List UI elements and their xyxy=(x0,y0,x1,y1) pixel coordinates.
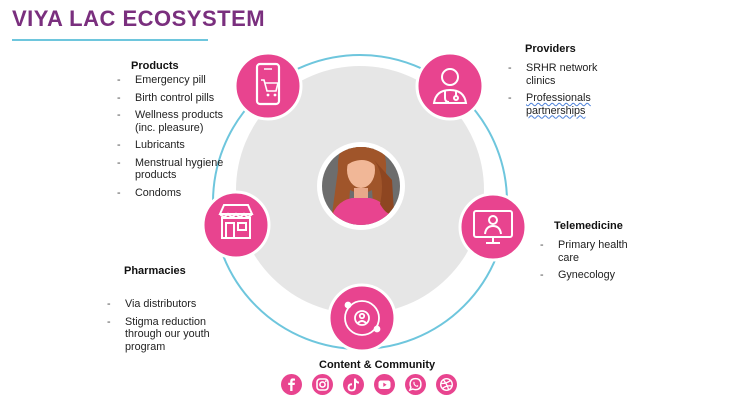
providers-heading: Providers xyxy=(525,43,576,55)
list-item: Birth control pills xyxy=(117,92,227,105)
page-title: VIYA LAC ECOSYSTEM xyxy=(12,6,266,31)
providers-node xyxy=(415,51,485,121)
telemedicine-node xyxy=(458,192,528,262)
telemedicine-list: Primary health care Gynecology xyxy=(540,239,650,287)
pharmacies-node xyxy=(201,190,271,260)
community-icon xyxy=(344,300,381,336)
products-list: Emergency pill Birth control pills Welln… xyxy=(117,74,227,204)
whatsapp-icon[interactable] xyxy=(405,374,426,395)
social-icons-row xyxy=(281,374,457,395)
list-item: Stigma reduction through our youth progr… xyxy=(107,316,219,354)
pharmacies-heading: Pharmacies xyxy=(124,265,186,277)
youtube-icon[interactable] xyxy=(374,374,395,395)
providers-list: SRHR network clinics Professionals partn… xyxy=(508,62,618,122)
products-heading: Products xyxy=(131,60,179,72)
content-heading: Content & Community xyxy=(319,359,436,371)
mobile-shopping-cart-icon xyxy=(255,62,281,106)
dribbble-icon[interactable] xyxy=(436,374,457,395)
instagram-icon[interactable] xyxy=(312,374,333,395)
list-item: Professionals partnerships xyxy=(508,92,618,117)
facebook-icon[interactable] xyxy=(281,374,302,395)
tiktok-icon[interactable] xyxy=(343,374,364,395)
title-underline xyxy=(12,39,208,41)
list-item: Emergency pill xyxy=(117,74,227,87)
list-item: Condoms xyxy=(117,187,227,200)
woman-avatar xyxy=(317,142,405,230)
list-item: SRHR network clinics xyxy=(508,62,618,87)
products-node xyxy=(233,51,303,121)
telemedicine-heading: Telemedicine xyxy=(554,220,623,232)
list-item: Via distributors xyxy=(107,298,219,311)
content-node xyxy=(327,283,397,353)
list-item: Menstrual hygiene products xyxy=(117,157,227,182)
pharmacies-list: Via distributors Stigma reduction throug… xyxy=(107,298,219,358)
video-consult-icon xyxy=(473,210,513,244)
storefront-icon xyxy=(218,204,254,239)
doctor-icon xyxy=(432,68,468,104)
list-item: Lubricants xyxy=(117,139,227,152)
list-item: Primary health care xyxy=(540,239,650,264)
list-item: Wellness products (inc. pleasure) xyxy=(117,109,227,134)
list-item: Gynecology xyxy=(540,269,650,282)
